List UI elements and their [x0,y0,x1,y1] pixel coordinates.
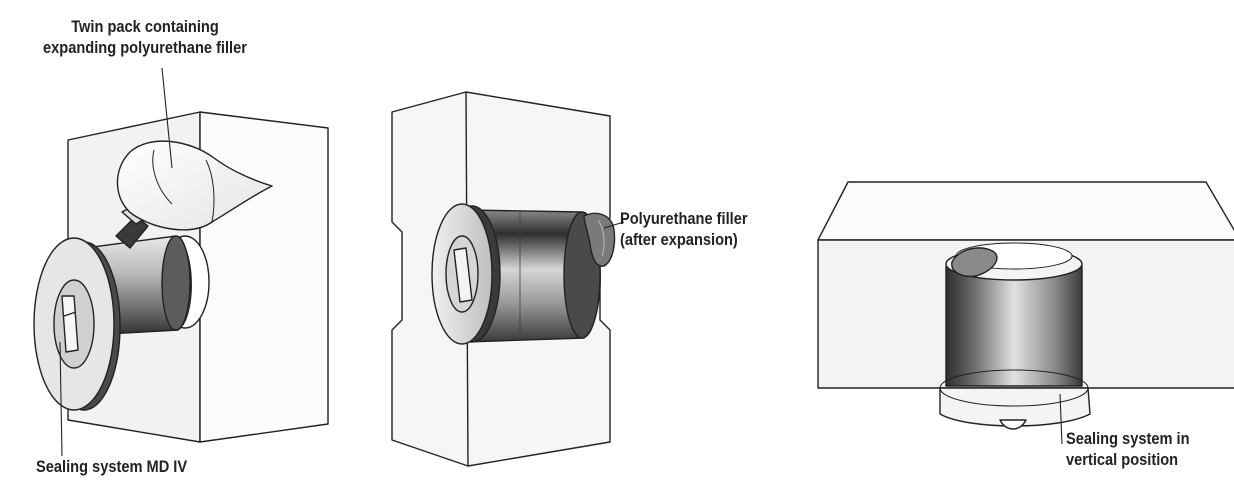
label-twin-pack-line1: Twin pack containing [71,17,219,36]
label-sealing-md4: Sealing system MD IV [36,456,187,477]
leader-vertical [1059,393,1063,445]
valve-slot-1 [61,295,79,353]
label-polyurethane-filler: Polyurethane filler (after expansion) [620,208,748,250]
figure-1-wall-with-twin-pack [33,67,329,457]
figure-3-vertical-position [817,181,1234,445]
slab-top [817,181,1234,241]
filler-blob-3 [951,247,998,278]
label-sealing-vertical: Sealing system in vertical position [1066,428,1234,470]
label-polyurethane-line1: Polyurethane filler [620,209,748,228]
twin-pack-bag [116,140,273,231]
label-sealing-vertical-line2: vertical position [1066,450,1179,469]
leader-twin-pack [161,67,173,169]
valve-tip-3 [999,419,1027,430]
figure-2-horizontal-expanded [391,91,625,467]
label-polyurethane-line2: (after expansion) [620,230,738,249]
label-twin-pack: Twin pack containing expanding polyureth… [16,16,274,58]
label-sealing-md4-line1: Sealing system MD IV [36,457,188,476]
label-sealing-vertical-line1: Sealing system in [1066,429,1190,448]
cylinder-body-3 [945,265,1083,387]
pipe-end-1 [161,235,191,331]
nozzle-1 [115,215,149,249]
flange-bottom-3 [939,369,1089,407]
leader-md4 [59,341,63,457]
leader-polyurethane [603,221,625,229]
valve-slot-2 [453,247,473,303]
label-twin-pack-line2: expanding polyurethane filler [43,38,247,57]
